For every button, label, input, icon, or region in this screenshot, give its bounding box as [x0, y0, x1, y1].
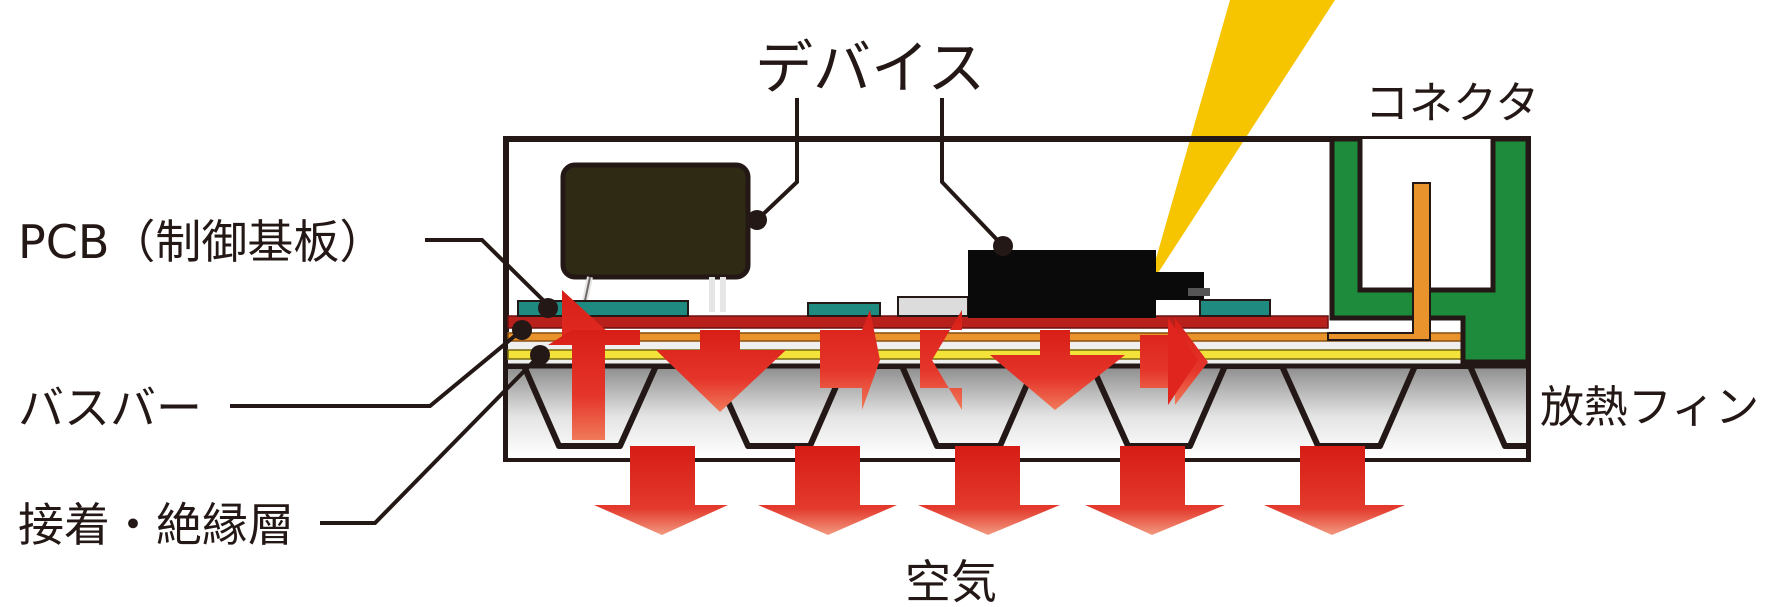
pcb-label: PCB（制御基板）: [18, 215, 385, 269]
leader-dots: [512, 210, 1013, 365]
chip-component: [968, 250, 1210, 318]
heat-fin-label: 放熱フィン: [1540, 382, 1759, 433]
heat-sink-fins: [508, 363, 1526, 458]
pcb-pads: [517, 296, 1271, 317]
adhesive-insulation-layer: [507, 349, 1464, 360]
leader-lines: [230, 98, 1005, 525]
busbar-label: バスバー: [18, 381, 202, 435]
connector-body: [1327, 136, 1531, 365]
air-heat-arrows: [594, 446, 1405, 535]
internal-heat-arrows: [548, 290, 1208, 440]
air-label: 空気: [905, 555, 997, 607]
connector-label: コネクタ: [1365, 78, 1539, 129]
device-label: デバイス: [755, 34, 985, 102]
pcb-layer: [507, 315, 1329, 329]
busbar-layer: [507, 332, 1464, 342]
device-component: [560, 162, 751, 312]
adhesive-insulation-label: 接着・絶縁層: [18, 498, 294, 552]
highlight-beam: [1147, 0, 1335, 290]
